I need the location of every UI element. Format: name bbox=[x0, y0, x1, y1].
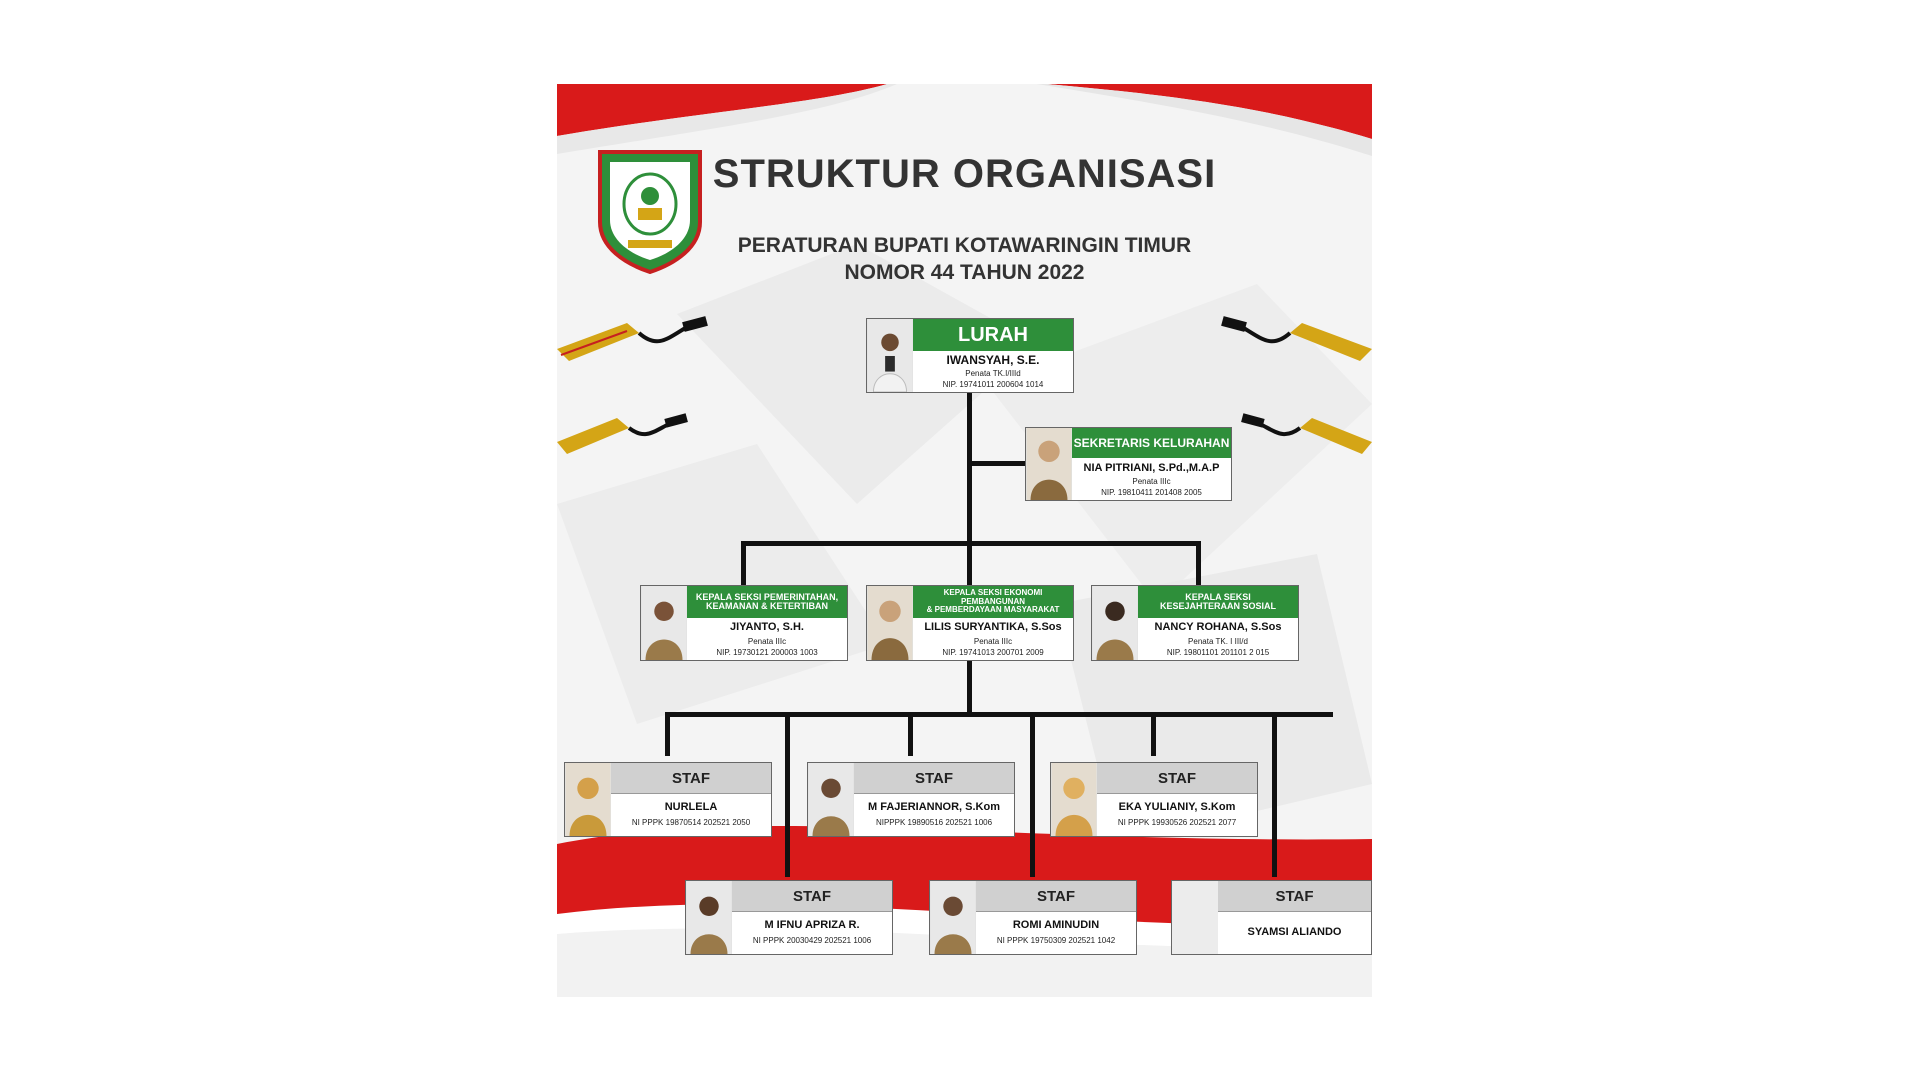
emblem-logo bbox=[598, 150, 702, 274]
position-line-2: & PEMBERDAYAAN MASYARAKAT bbox=[926, 605, 1060, 615]
position-line-2: KEAMANAN & KETERTIBAN bbox=[706, 601, 828, 611]
card-staf: STAF M IFNU APRIZA R. NI PPPK 20030429 2… bbox=[685, 880, 893, 955]
person-rank: Penata TK. I III/d bbox=[1188, 637, 1248, 646]
person-nip: NIP. 19801101 201101 2 015 bbox=[1166, 648, 1270, 657]
connector-line bbox=[1030, 712, 1035, 877]
connector-line bbox=[1151, 712, 1156, 756]
subtitle-regulation: PERATURAN BUPATI KOTAWARINGIN TIMUR bbox=[737, 234, 1192, 257]
person-nip: NI PPPK 19750309 202521 1042 bbox=[996, 936, 1116, 945]
firework-streamer-icon bbox=[557, 413, 688, 454]
card-staf: STAF SYAMSI ALIANDO bbox=[1171, 880, 1372, 955]
position-label: STAF bbox=[732, 881, 892, 912]
position-label: STAF bbox=[611, 763, 771, 794]
org-chart-poster: STRUKTUR ORGANISASI PERATURAN BUPATI KOT… bbox=[557, 84, 1372, 997]
card-sekretaris: SEKRETARIS KELURAHAN NIA PITRIANI, S.Pd.… bbox=[1025, 427, 1232, 501]
person-photo bbox=[641, 586, 687, 660]
position-label: STAF bbox=[976, 881, 1136, 912]
person-name: IWANSYAH, S.E. bbox=[946, 353, 1040, 367]
person-name: NIA PITRIANI, S.Pd.,M.A.P bbox=[1083, 462, 1220, 474]
person-name: ROMI AMINUDIN bbox=[1012, 919, 1100, 931]
position-label: KEPALA SEKSI PEMERINTAHAN, KEAMANAN & KE… bbox=[687, 586, 847, 618]
card-staf: STAF M FAJERIANNOR, S.Kom NIPPPK 1989051… bbox=[807, 762, 1015, 837]
person-nip: NIP. 19741011 200604 1014 bbox=[942, 380, 1044, 389]
position-label: STAF bbox=[1218, 881, 1371, 912]
person-photo bbox=[930, 881, 976, 954]
connector-line bbox=[785, 712, 790, 877]
person-nip: NIPPPK 19890516 202521 1006 bbox=[875, 818, 993, 827]
connector-line bbox=[967, 461, 1025, 466]
position-label: KEPALA SEKSI KESEJAHTERAAN SOSIAL bbox=[1138, 586, 1298, 618]
person-name: NURLELA bbox=[664, 801, 718, 813]
person-name: M FAJERIANNOR, S.Kom bbox=[867, 801, 1000, 813]
connector-line bbox=[741, 541, 1201, 546]
person-name: EKA YULIANIY, S.Kom bbox=[1118, 801, 1236, 813]
position-label: STAF bbox=[1097, 763, 1257, 794]
page-title: STRUKTUR ORGANISASI bbox=[712, 152, 1217, 196]
firework-streamer-icon bbox=[557, 316, 708, 361]
person-name: M IFNU APRIZA R. bbox=[764, 919, 860, 931]
person-photo bbox=[808, 763, 854, 836]
position-line-1: KEPALA SEKSI EKONOMI PEMBANGUNAN bbox=[943, 588, 1043, 606]
person-nip: NIP. 19810411 201408 2005 bbox=[1101, 488, 1202, 497]
connector-line bbox=[1196, 541, 1201, 585]
connector-line bbox=[665, 712, 1333, 717]
firework-streamer-icon bbox=[1221, 316, 1372, 361]
card-staf: STAF EKA YULIANIY, S.Kom NI PPPK 1993052… bbox=[1050, 762, 1258, 837]
person-photo bbox=[867, 586, 913, 660]
connector-line bbox=[1272, 712, 1277, 877]
person-nip: NI PPPK 20030429 202521 1006 bbox=[752, 936, 872, 945]
position-line-2: KESEJAHTERAAN SOSIAL bbox=[1159, 601, 1276, 611]
person-nip: NIP. 19741013 200701 2009 bbox=[942, 648, 1044, 657]
person-name: JIYANTO, S.H. bbox=[730, 621, 804, 633]
person-rank: Penata IIIc bbox=[973, 637, 1013, 646]
position-label: SEKRETARIS KELURAHAN bbox=[1072, 428, 1231, 458]
position-line-1: KEPALA SEKSI PEMERINTAHAN, bbox=[695, 591, 839, 602]
position-label: STAF bbox=[854, 763, 1014, 794]
person-nip: NIP. 19730121 200003 1003 bbox=[716, 648, 818, 657]
card-kasi-ekonomi: KEPALA SEKSI EKONOMI PEMBANGUNAN & PEMBE… bbox=[866, 585, 1074, 661]
connector-line bbox=[908, 712, 913, 756]
card-kasi-kesejahteraan: KEPALA SEKSI KESEJAHTERAAN SOSIAL NANCY … bbox=[1091, 585, 1299, 661]
person-photo bbox=[1092, 586, 1138, 660]
person-nip: NI PPPK 19930526 202521 2077 bbox=[1117, 818, 1237, 827]
position-label: LURAH bbox=[913, 319, 1073, 351]
person-name: LILIS SURYANTIKA, S.Sos bbox=[924, 621, 1062, 633]
person-name: SYAMSI ALIANDO bbox=[1247, 926, 1342, 938]
firework-streamer-icon bbox=[1241, 413, 1372, 454]
person-photo bbox=[565, 763, 611, 836]
person-name: NANCY ROHANA, S.Sos bbox=[1154, 621, 1282, 633]
position-line-1: KEPALA SEKSI bbox=[1185, 591, 1251, 602]
person-rank: Penata IIIc bbox=[1132, 477, 1171, 486]
person-photo bbox=[1026, 428, 1072, 500]
person-nip: NI PPPK 19870514 202521 2050 bbox=[631, 818, 751, 827]
person-photo bbox=[686, 881, 732, 954]
connector-line bbox=[741, 541, 746, 585]
connector-line bbox=[967, 389, 972, 717]
position-label: KEPALA SEKSI EKONOMI PEMBANGUNAN & PEMBE… bbox=[913, 586, 1073, 618]
person-rank: Penata IIIc bbox=[747, 637, 787, 646]
subtitle-number: NOMOR 44 TAHUN 2022 bbox=[844, 261, 1085, 284]
card-staf: STAF NURLELA NI PPPK 19870514 202521 205… bbox=[564, 762, 772, 837]
card-staf: STAF ROMI AMINUDIN NI PPPK 19750309 2025… bbox=[929, 880, 1137, 955]
person-rank: Penata TK.I/IIId bbox=[965, 369, 1021, 378]
connector-line bbox=[665, 712, 670, 756]
photo-placeholder bbox=[1172, 881, 1218, 954]
person-photo bbox=[1051, 763, 1097, 836]
person-photo bbox=[867, 319, 913, 392]
card-lurah: LURAH IWANSYAH, S.E. Penata TK.I/IIId NI… bbox=[866, 318, 1074, 393]
card-kasi-pemerintahan: KEPALA SEKSI PEMERINTAHAN, KEAMANAN & KE… bbox=[640, 585, 848, 661]
